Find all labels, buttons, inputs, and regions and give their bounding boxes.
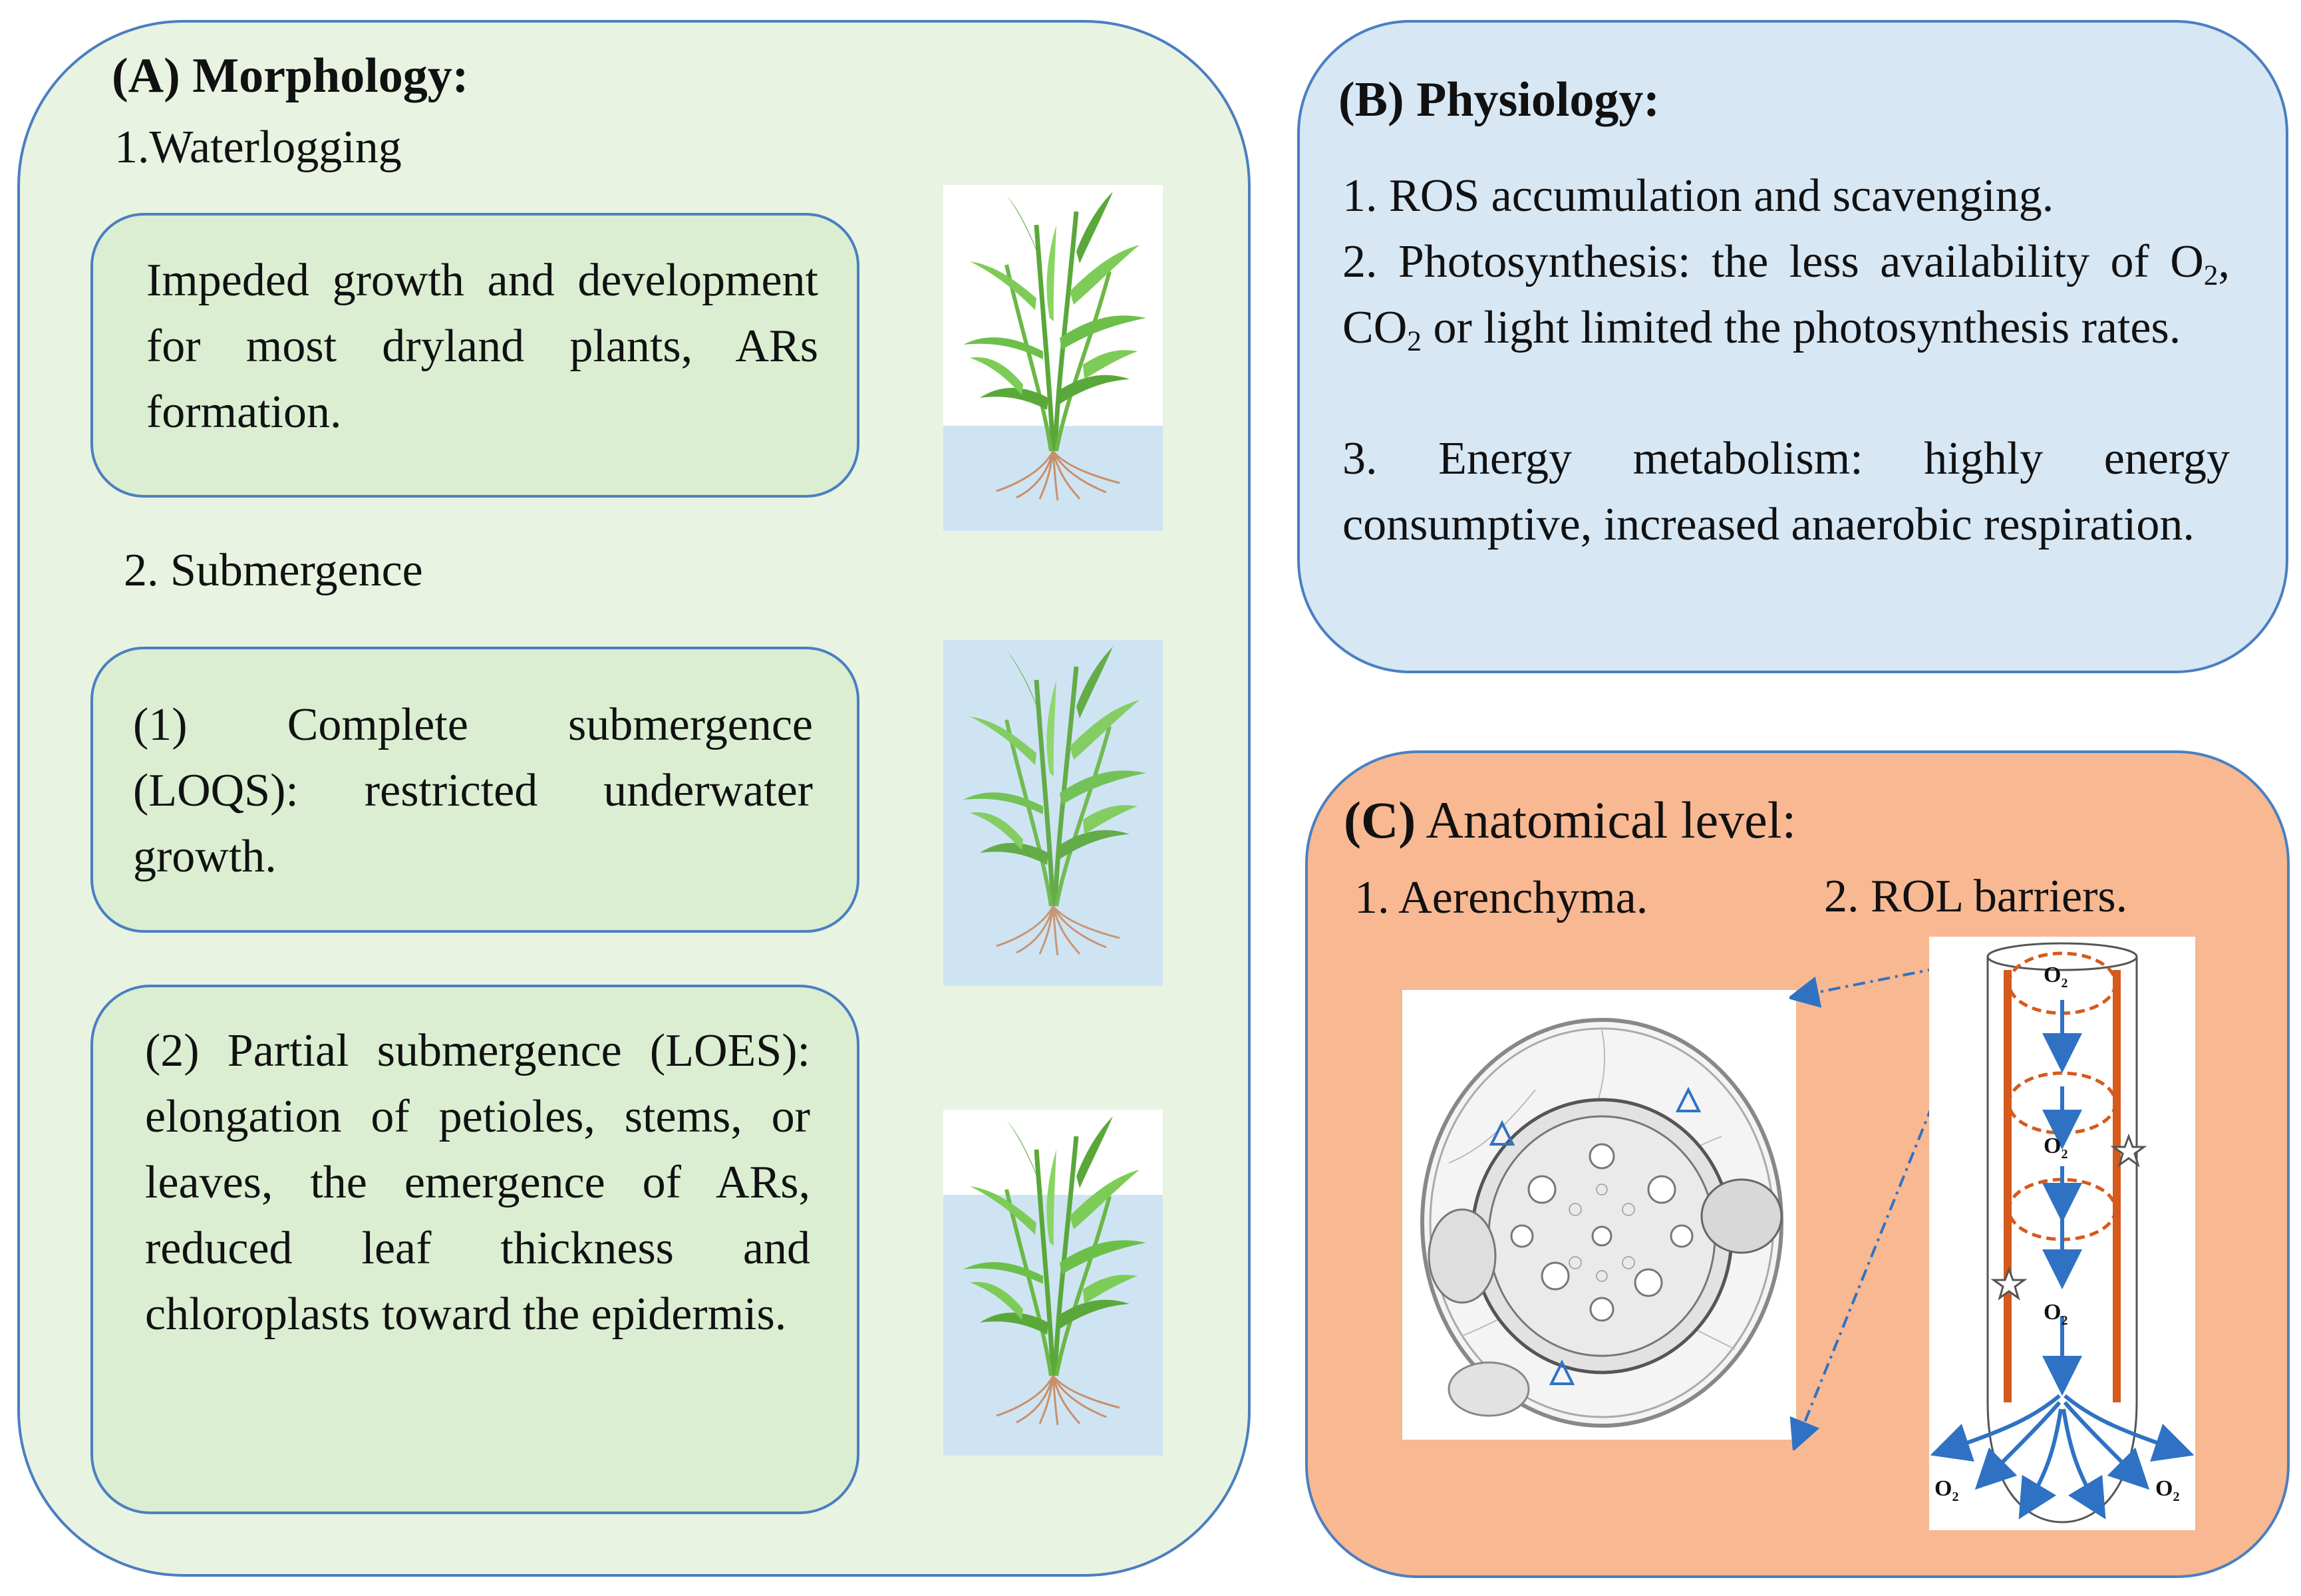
- complete-submergence-box: [90, 647, 859, 933]
- submergence-heading: 2. Submergence: [124, 545, 423, 596]
- complete-submergence-plant-illustration: [943, 640, 1163, 986]
- panel-a-title: (A) Morphology:: [112, 49, 469, 103]
- rol-barrier-root-diagram: O2 O2 O2 O2 O2: [1929, 937, 2195, 1530]
- partial-submergence-box: [90, 985, 859, 1514]
- aerenchyma-cross-section-image: [1402, 990, 1796, 1440]
- rol-barriers-label: 2. ROL barriers.: [1824, 871, 2128, 922]
- o2-label-lower: O2: [2044, 1300, 2068, 1328]
- complete-submergence-text: (1) Complete submergence (LOQS): restric…: [133, 699, 813, 882]
- physiology-item-ros: 1. ROS accumulation and scavenging.: [1342, 170, 2054, 222]
- partial-submergence-plant-illustration: [943, 1110, 1163, 1456]
- o2-label-top: O2: [2044, 963, 2068, 991]
- o2-label-middle: O2: [2044, 1134, 2068, 1162]
- waterlogging-heading: 1.Waterlogging: [114, 122, 402, 173]
- waterlogging-text: Impeded growth and development for most …: [146, 255, 818, 438]
- waterlogging-plant-illustration: [943, 185, 1163, 531]
- aerenchyma-marker-left: [1489, 1120, 1515, 1146]
- aerenchyma-label: 1. Aerenchyma.: [1354, 872, 1648, 923]
- barrier-star-right: [2110, 1133, 2147, 1168]
- barrier-star-left: [1990, 1266, 2028, 1301]
- aerenchyma-marker-right: [1675, 1086, 1702, 1112]
- panel-physiology: [1297, 20, 2288, 673]
- waterlogging-box: [90, 213, 859, 498]
- panel-b-title: (B) Physiology:: [1338, 73, 1660, 127]
- partial-submergence-text: (2) Partial submergence (LOES): elongati…: [145, 1025, 810, 1340]
- physiology-item-photosynthesis: 2. Photosynthesis: the less availability…: [1342, 236, 2230, 358]
- o2-label-bottom-left: O2: [1934, 1476, 1958, 1504]
- physiology-item-energy: 3. Energy metabolism: highly energy cons…: [1342, 433, 2230, 550]
- o2-label-bottom-right: O2: [2155, 1476, 2179, 1504]
- aerenchyma-marker-bottom: [1549, 1359, 1575, 1385]
- panel-c-title: (C) Anatomical level:: [1344, 791, 1797, 849]
